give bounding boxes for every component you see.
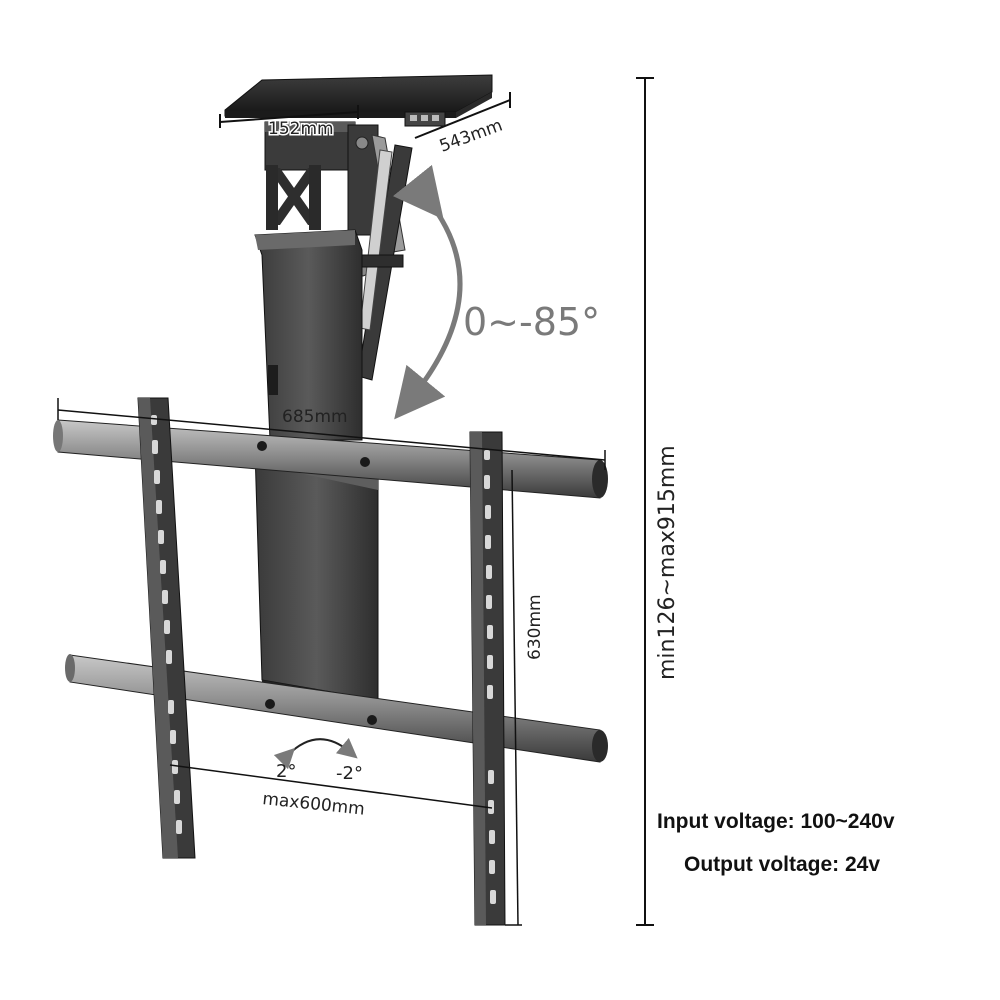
- label-630mm: 630mm: [525, 594, 545, 660]
- dimension-line-630: [505, 469, 522, 926]
- label-tilt-left: 2°: [276, 761, 296, 782]
- dimension-line-685: [57, 398, 606, 470]
- main-vertical-arm: [254, 229, 363, 441]
- upper-horizontal-rail: [53, 419, 608, 499]
- label-tilt-range: 0~-85°: [463, 300, 600, 344]
- tilt-range-arrow: [392, 164, 463, 420]
- lower-arm: [254, 449, 379, 710]
- dimension-line-total-height: [636, 77, 654, 926]
- label-685mm: 685mm: [282, 407, 348, 427]
- input-voltage-text: Input voltage: 100~240v: [657, 810, 895, 833]
- label-total-height: min126~max915mm: [655, 445, 680, 680]
- lower-horizontal-rail: [65, 654, 608, 763]
- dimension-line-600: [169, 764, 493, 809]
- ceiling-plate: [224, 74, 493, 127]
- dimension-line-543: [414, 92, 511, 139]
- label-152mm: 152mm: [268, 119, 334, 139]
- left-vertical-bracket: [137, 397, 196, 859]
- output-voltage-text: Output voltage: 24v: [684, 853, 881, 876]
- label-max600mm: max600mm: [261, 789, 365, 820]
- dimension-line-152: [219, 105, 359, 128]
- swivel-arrow: [273, 737, 358, 770]
- right-vertical-bracket: [469, 431, 506, 926]
- label-tilt-right: -2°: [336, 763, 363, 784]
- label-543mm: 543mm: [437, 115, 505, 156]
